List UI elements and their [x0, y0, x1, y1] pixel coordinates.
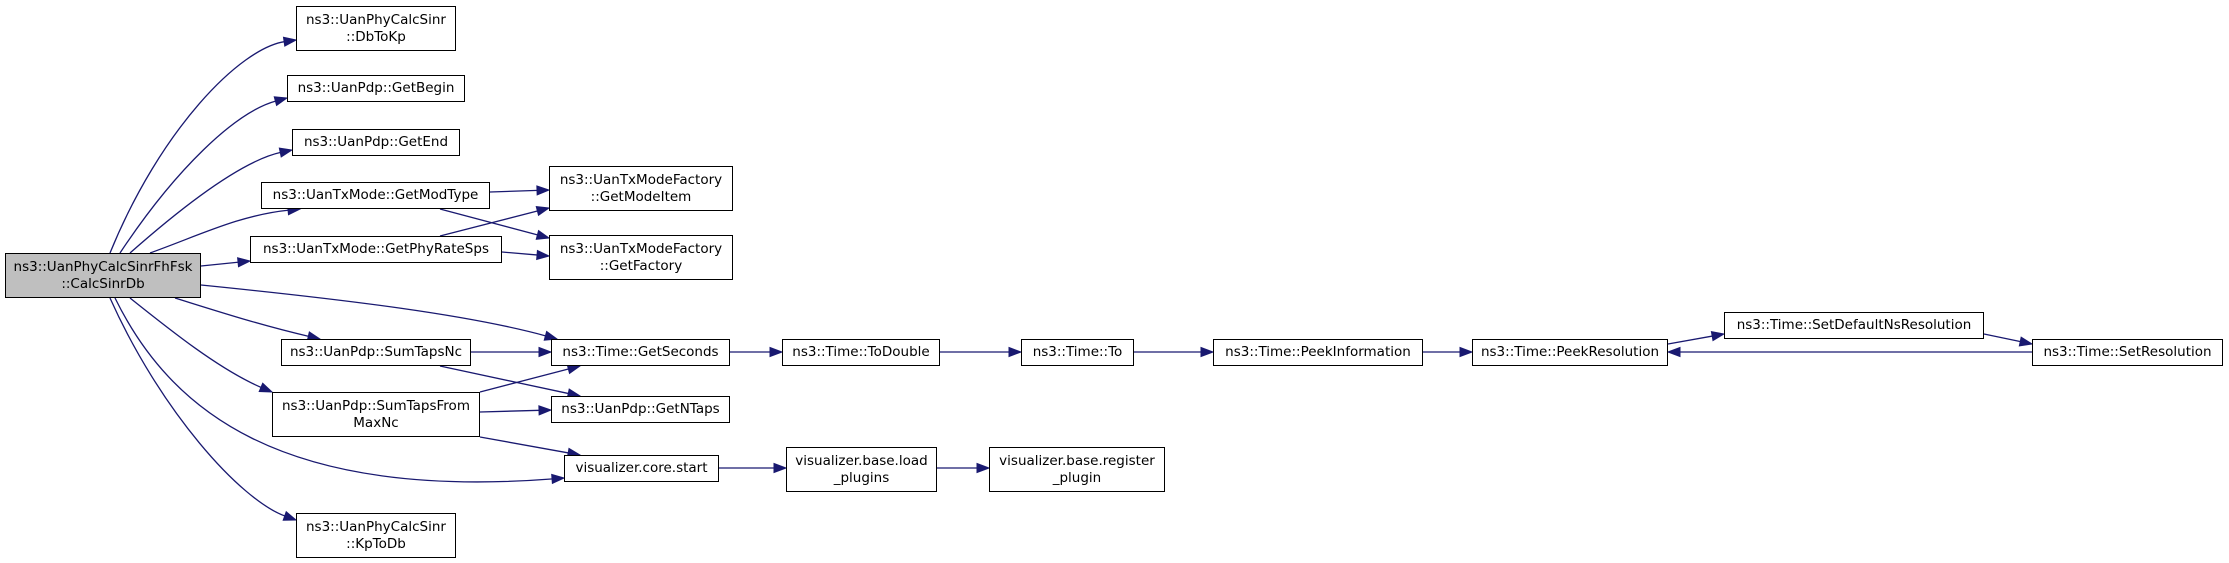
node-getmodeitem-line2: ::GetModeItem [590, 188, 692, 205]
edge-sumtapsfrommaxnc-to-corestart [479, 436, 570, 454]
arrowhead-corestart-to-loadplugins [773, 462, 788, 474]
node-getbegin-label: ns3::UanPdp::GetBegin [297, 80, 455, 96]
edge-sumtapsfrommaxnc-to-getntaps [479, 409, 541, 413]
arrowhead-calcsinrdb-to-getphyratesps [237, 257, 252, 268]
node-getphyratesps[interactable]: ns3::UanTxMode::GetPhyRateSps [250, 236, 502, 263]
arrowhead-getphyratesps-to-getmodeitem [535, 206, 551, 217]
node-sumtapsfrommaxnc[interactable]: ns3::UanPdp::SumTapsFrom MaxNc [272, 392, 480, 437]
node-sumtapsfrommaxnc-line1: ns3::UanPdp::SumTapsFrom [282, 397, 470, 414]
node-getntaps-label: ns3::UanPdp::GetNTaps [561, 401, 720, 417]
node-getmodtype[interactable]: ns3::UanTxMode::GetModType [261, 182, 490, 209]
arrowhead-peekresolution-to-setdefaultnsresolution [1710, 331, 1726, 342]
arrowhead-getseconds-to-todouble [769, 346, 784, 358]
node-getbegin[interactable]: ns3::UanPdp::GetBegin [287, 75, 465, 102]
node-registerplugin[interactable]: visualizer.base.register _plugin [989, 447, 1165, 492]
node-corestart-label: visualizer.core.start [575, 460, 708, 476]
node-to[interactable]: ns3::Time::To [1021, 339, 1134, 366]
node-getntaps[interactable]: ns3::UanPdp::GetNTaps [551, 396, 730, 423]
node-peekinformation[interactable]: ns3::Time::PeekInformation [1213, 339, 1423, 366]
edge-getphyratesps-to-getfactory [501, 251, 539, 256]
edge-calcsinrdb-to-corestart [114, 297, 554, 483]
node-calcsinrdb-line1: ns3::UanPhyCalcSinrFhFsk [13, 258, 193, 275]
edge-setdefaultnsresolution-to-setresolution [1983, 333, 2022, 343]
arrowhead-getmodtype-to-getfactory [535, 229, 551, 240]
edge-calcsinrdb-to-getend [129, 151, 282, 254]
edge-calcsinrdb-to-getbegin [119, 100, 277, 254]
node-dbtokp-line1: ns3::UanPhyCalcSinr [306, 11, 446, 28]
arrowhead-sumtapsnc-to-getseconds [538, 346, 553, 358]
arrowhead-calcsinrdb-to-getend [278, 147, 294, 158]
node-getfactory-line2: ::GetFactory [599, 257, 683, 274]
edge-calcsinrdb-to-getseconds [200, 284, 547, 337]
node-corestart[interactable]: visualizer.core.start [564, 455, 719, 482]
arrowhead-getphyratesps-to-getfactory [536, 249, 551, 261]
edge-sumtapsfrommaxnc-to-getseconds [479, 368, 570, 393]
node-setdefaultnsresolution[interactable]: ns3::Time::SetDefaultNsResolution [1724, 312, 1984, 339]
edge-calcsinrdb-to-getphyratesps [200, 261, 240, 267]
arrowhead-calcsinrdb-to-dbtokp [282, 36, 298, 47]
edge-calcsinrdb-to-sumtapsnc [174, 297, 310, 338]
arrowhead-setresolution-to-peekresolution [1666, 346, 1681, 358]
node-dbtokp[interactable]: ns3::UanPhyCalcSinr ::DbToKp [296, 6, 456, 51]
arrowhead-sumtapsfrommaxnc-to-getntaps [538, 405, 553, 416]
edge-calcsinrdb-to-getmodtype [149, 209, 290, 254]
edge-calcsinrdb-to-dbtokp [109, 40, 286, 254]
node-getend-label: ns3::UanPdp::GetEnd [303, 134, 449, 150]
arrowhead-to-to-peekinformation [1200, 346, 1215, 358]
node-registerplugin-line2: _plugin [1052, 469, 1102, 486]
node-todouble-label: ns3::Time::ToDouble [792, 344, 930, 360]
node-calcsinrdb-line2: ::CalcSinrDb [61, 275, 145, 292]
edge-getmodtype-to-getmodeitem [489, 189, 539, 193]
node-kptodb-line1: ns3::UanPhyCalcSinr [306, 518, 446, 535]
node-dbtokp-line2: ::DbToKp [346, 28, 406, 45]
node-loadplugins[interactable]: visualizer.base.load _plugins [786, 447, 937, 492]
node-sumtapsnc-label: ns3::UanPdp::SumTapsNc [289, 344, 463, 360]
arrowhead-calcsinrdb-to-getbegin [273, 96, 289, 107]
node-to-label: ns3::Time::To [1032, 344, 1123, 360]
node-calcsinrdb: ns3::UanPhyCalcSinrFhFsk ::CalcSinrDb [5, 253, 201, 298]
node-loadplugins-line2: _plugins [833, 469, 890, 486]
edge-calcsinrdb-to-sumtapsfrommaxnc [129, 297, 263, 389]
node-getmodeitem[interactable]: ns3::UanTxModeFactory ::GetModeItem [549, 166, 733, 211]
arrowhead-calcsinrdb-to-getseconds [543, 330, 559, 341]
node-getmodeitem-line1: ns3::UanTxModeFactory [559, 171, 723, 188]
node-setdefaultnsresolution-label: ns3::Time::SetDefaultNsResolution [1736, 317, 1972, 333]
node-setresolution[interactable]: ns3::Time::SetResolution [2032, 339, 2223, 366]
arrowhead-calcsinrdb-to-sumtapsfrommaxnc [258, 382, 274, 393]
node-getfactory[interactable]: ns3::UanTxModeFactory ::GetFactory [549, 235, 733, 280]
node-todouble[interactable]: ns3::Time::ToDouble [782, 339, 940, 366]
node-kptodb[interactable]: ns3::UanPhyCalcSinr ::KpToDb [296, 513, 456, 558]
node-sumtapsnc[interactable]: ns3::UanPdp::SumTapsNc [281, 339, 471, 366]
node-peekresolution[interactable]: ns3::Time::PeekResolution [1472, 339, 1668, 366]
node-registerplugin-line1: visualizer.base.register [999, 452, 1155, 469]
node-setresolution-label: ns3::Time::SetResolution [2043, 344, 2212, 360]
node-getfactory-line1: ns3::UanTxModeFactory [559, 240, 723, 257]
node-getend[interactable]: ns3::UanPdp::GetEnd [292, 129, 460, 156]
edge-getphyratesps-to-getmodeitem [439, 210, 539, 237]
edge-peekresolution-to-setdefaultnsresolution [1667, 335, 1714, 345]
arrowhead-peekinformation-to-peekresolution [1459, 346, 1474, 358]
edge-calcsinrdb-to-kptodb [109, 297, 286, 517]
arrowhead-calcsinrdb-to-corestart [551, 473, 566, 485]
node-kptodb-line2: ::KpToDb [346, 535, 406, 552]
node-getseconds[interactable]: ns3::Time::GetSeconds [551, 339, 730, 366]
edge-getmodtype-to-getfactory [439, 208, 539, 236]
node-getseconds-label: ns3::Time::GetSeconds [562, 344, 719, 360]
node-sumtapsfrommaxnc-line2: MaxNc [353, 414, 399, 431]
node-getmodtype-label: ns3::UanTxMode::GetModType [272, 187, 479, 203]
arrowhead-calcsinrdb-to-kptodb [282, 510, 298, 521]
arrowhead-getmodtype-to-getmodeitem [536, 185, 551, 196]
arrowhead-loadplugins-to-registerplugin [976, 462, 991, 474]
arrowhead-setdefaultnsresolution-to-setresolution [2018, 336, 2034, 347]
arrowhead-todouble-to-to [1008, 346, 1023, 358]
node-getphyratesps-label: ns3::UanTxMode::GetPhyRateSps [263, 241, 489, 257]
node-peekinformation-label: ns3::Time::PeekInformation [1225, 344, 1411, 360]
node-loadplugins-line1: visualizer.base.load [795, 452, 928, 469]
edge-sumtapsnc-to-getntaps [439, 365, 570, 395]
node-peekresolution-label: ns3::Time::PeekResolution [1480, 344, 1660, 360]
